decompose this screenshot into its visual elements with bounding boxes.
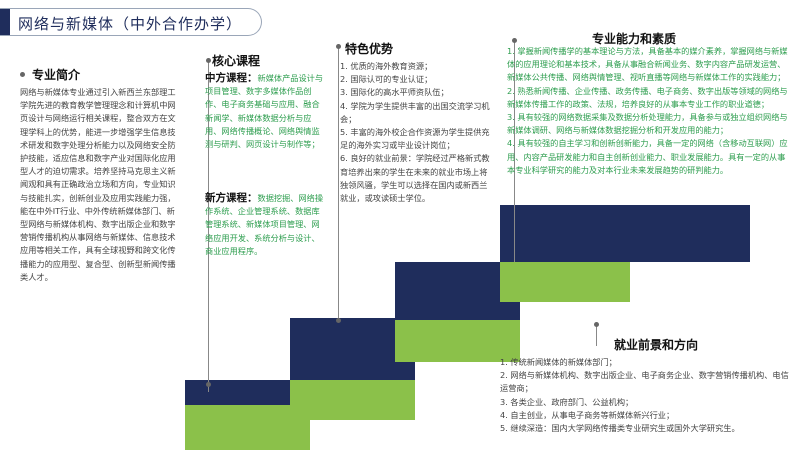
page-title: 网络与新媒体（中外合作办学） [18, 15, 243, 33]
intro-title: 专业简介 [32, 68, 81, 82]
career-item: 3. 各类企业、政府部门、公益机构； [500, 396, 634, 407]
features-dot-icon [336, 44, 341, 49]
features-list: 1. 优质的海外教育资源； 2. 国际认可的专业认证； 3. 国际化的高水平师资… [340, 60, 495, 205]
stair-step-1-green [185, 405, 310, 450]
intro-dot-icon [20, 72, 25, 77]
career-item: 4. 自主创业，从事电子商务等新媒体新兴行业； [500, 409, 675, 420]
stair-step-2-green [290, 380, 415, 420]
foreign-courses-text: 数据挖掘、网络操作系统、企业管理系统、数据库管理系统、新媒体项目管理、网络应用开… [205, 193, 324, 256]
ability-item: 3. 具有较强的网络数据采集及数据分析处理能力，具备参与或独立组织网络与新媒体调… [507, 112, 788, 136]
feature-item: 1. 优质的海外教育资源； [340, 61, 433, 71]
stair-step-2-navy [290, 318, 415, 380]
courses-bottom-dot-icon [206, 382, 211, 387]
courses-connector-line [208, 62, 209, 392]
foreign-courses-label: 新方课程： [205, 192, 258, 204]
abilities-title: 专业能力和素质 [592, 32, 677, 46]
career-item: 1. 传统新闻媒体的新媒体部门； [500, 357, 617, 367]
career-item: 2. 网络与新媒体机构、数字出版企业、电子商务企业、数字营销传播机构、电信运营商… [500, 370, 789, 394]
stair-step-4-green [500, 262, 630, 302]
features-title: 特色优势 [345, 42, 394, 56]
feature-item: 3. 国际化的高水平师资队伍； [340, 87, 449, 98]
stair-step-3-green [395, 320, 520, 362]
ability-item: 2. 熟悉新闻传播、企业传播、政务传播、电子商务、数字出版等领域的网络与新媒体传… [507, 85, 788, 109]
page-title-bar: 网络与新媒体（中外合作办学） [0, 8, 262, 36]
courses-dot-icon [206, 58, 211, 63]
stair-step-3-navy [395, 262, 520, 320]
feature-item: 6. 良好的就业前景：学院经过严格新式教育培养出来的学生在未来的就业市场上将独领… [340, 153, 490, 204]
feature-item: 4. 学院为学生提供丰富的出国交流学习机会； [340, 100, 490, 124]
features-connector-line [338, 48, 339, 320]
courses-title: 核心课程 [212, 54, 261, 68]
career-list: 1. 传统新闻媒体的新媒体部门； 2. 网络与新媒体机构、数字出版企业、电子商务… [500, 356, 795, 435]
ability-item: 1. 掌握新闻传播学的基本理论与方法，具备基本的媒介素养，掌握网络与新媒体的应用… [507, 46, 788, 83]
career-title: 就业前景和方向 [614, 338, 699, 352]
chinese-courses-label: 中方课程： [205, 72, 258, 84]
abilities-dot-icon [512, 38, 517, 43]
intro-body: 网络与新媒体专业通过引入新西兰东部理工学院先进的教育教学管理理念和计算机中网页设… [20, 87, 176, 282]
courses-foreign: 新方课程：数据挖掘、网络操作系统、企业管理系统、数据库管理系统、新媒体项目管理、… [205, 192, 327, 258]
stair-step-5-navy [600, 205, 750, 262]
courses-chinese: 中方课程：新媒体产品设计与项目管理、数字多媒体作品创作、电子商务基础与应用、融合… [205, 72, 327, 151]
career-dot-icon [594, 322, 599, 327]
features-bottom-dot-icon [336, 318, 341, 323]
career-connector-line [596, 326, 597, 346]
feature-item: 5. 丰富的海外校企合作资源为学生提供充足的海外实习或毕业设计岗位； [340, 127, 490, 151]
ability-item: 4. 具有较强的自主学习和创新创新能力，具备一定的网络（含移动互联网）应用、内容… [507, 138, 788, 175]
abilities-list: 1. 掌握新闻传播学的基本理论与方法，具备基本的媒介素养，掌握网络与新媒体的应用… [507, 45, 789, 177]
chinese-courses-text: 新媒体产品设计与项目管理、数字多媒体作品创作、电子商务基础与应用、融合新闻学、新… [205, 73, 324, 150]
title-accent-bar [0, 9, 10, 35]
abilities-connector-line [514, 42, 515, 262]
career-item: 5. 继续深造：国内大学网络传播类专业研究生或国外大学研究生。 [500, 423, 740, 434]
feature-item: 2. 国际认可的专业认证； [340, 74, 433, 85]
